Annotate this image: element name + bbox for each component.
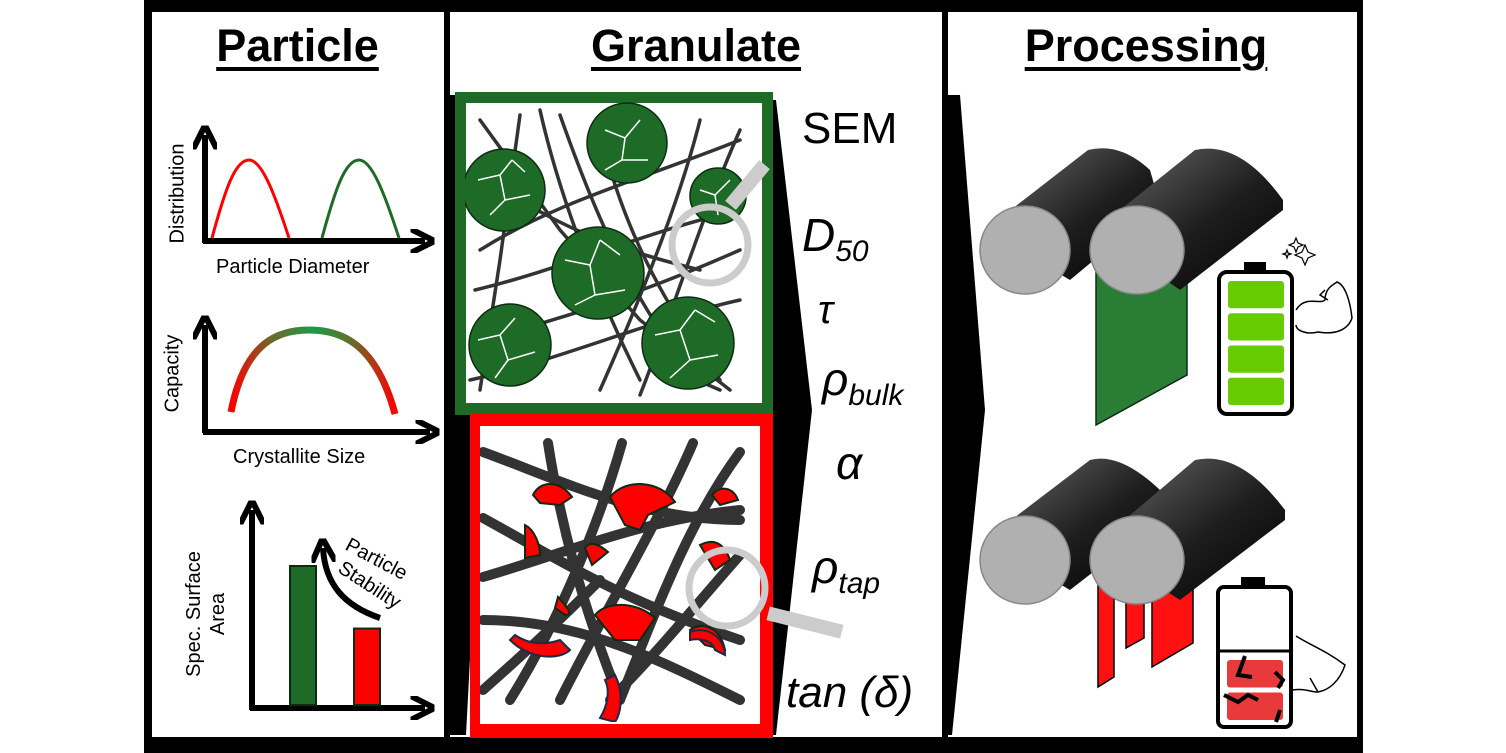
- stability-arrow: [323, 548, 381, 621]
- weak-arm-icon: [1291, 635, 1346, 693]
- distribution-chart: [203, 135, 425, 243]
- param-tan-delta: tan (δ): [786, 668, 914, 717]
- axis-label-distribution: Distribution: [166, 143, 189, 244]
- calender-rolls-bad: [979, 458, 1285, 689]
- panel-title-particle: Particle: [216, 20, 379, 71]
- distribution-curve-red: [210, 158, 291, 239]
- active-particles-intact: [465, 102, 747, 390]
- axis-label-particle-diameter: Particle Diameter: [216, 256, 370, 278]
- param-sem: SEM: [802, 104, 898, 153]
- bar-red: [353, 627, 381, 706]
- granulate-good-box: [455, 92, 773, 415]
- axis-label-spec-surface: Spec. Surface: [183, 551, 205, 677]
- battery-cell: [1228, 281, 1284, 309]
- magnifier-icon-good: [668, 160, 770, 287]
- flow-chevron-2: [762, 100, 812, 735]
- capacity-curve: [227, 326, 399, 415]
- granulate-bad-box: [470, 413, 844, 738]
- bar-green: [289, 565, 317, 706]
- panel-title-granulate: Granulate: [590, 20, 802, 71]
- active-particles-delaminated: [508, 629, 727, 722]
- capacity-chart: [203, 325, 430, 433]
- panel-title-processing: Processing: [1024, 20, 1268, 71]
- param-rho-bulk: ρbulk: [822, 353, 904, 412]
- axis-label-area: Area: [207, 592, 229, 636]
- flexed-arm-icon: [1295, 281, 1353, 334]
- outer-frame: [144, 0, 1363, 753]
- param-rho-tap: ρtap: [812, 541, 881, 600]
- battery-cracks: [1223, 655, 1286, 723]
- axis-label-crystallite-size: Crystallite Size: [233, 446, 366, 468]
- magnifier-icon-bad: [685, 546, 844, 639]
- param-alpha: α: [836, 437, 863, 489]
- axis-label-capacity: Capacity: [161, 334, 184, 413]
- distribution-curve-green: [320, 158, 401, 239]
- battery-cell: [1228, 377, 1284, 405]
- flow-chevron-3: [948, 95, 985, 735]
- battery-icon-good: [1217, 262, 1294, 416]
- battery-cell: [1228, 345, 1284, 373]
- surface-area-chart: [250, 510, 425, 710]
- binder-fibers-thick: [480, 438, 745, 705]
- calender-rolls-good: [979, 148, 1283, 427]
- param-tau: τ: [818, 288, 833, 332]
- param-d50: D50: [802, 209, 869, 268]
- axis-label-spec-surface-area: Spec. Surface Area: [182, 544, 230, 684]
- sparkle-icon: [1281, 236, 1317, 267]
- battery-icon-bad: [1216, 577, 1293, 729]
- battery-cell: [1228, 313, 1284, 341]
